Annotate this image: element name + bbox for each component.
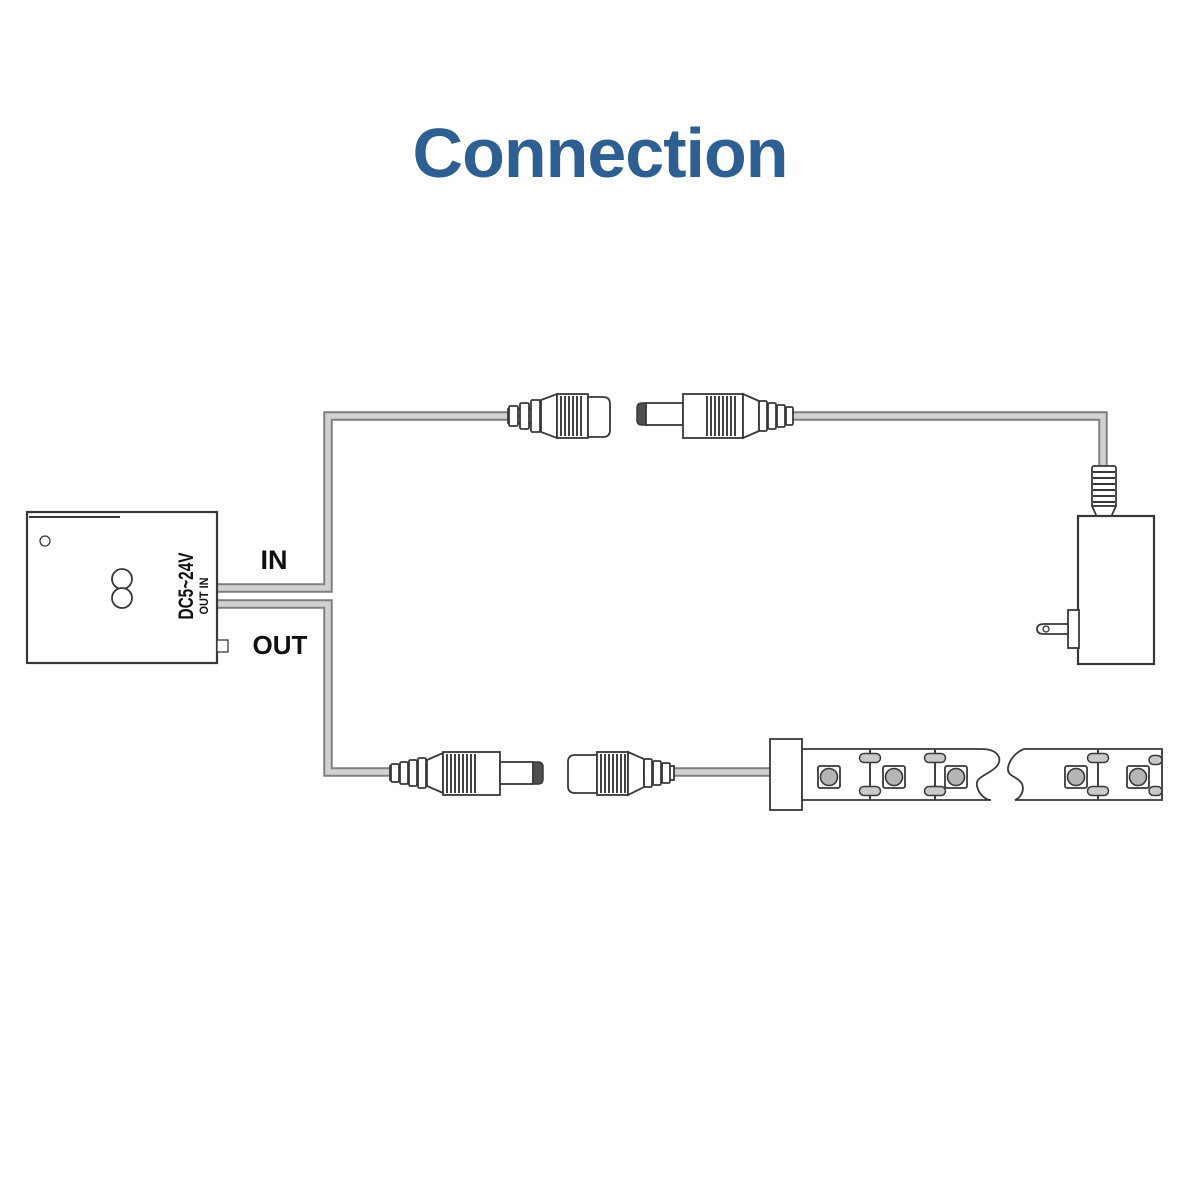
dc-male-connector-bottom [389,751,544,796]
grip-ridges [600,754,626,793]
male-pin-tip [532,761,544,785]
strip-end-cap [769,738,803,811]
led-chip [1064,765,1088,789]
grip-ridges [560,396,582,436]
power-adapter [1036,465,1156,666]
wire-male-to-power-adapter [790,411,1108,470]
prong-hole [1042,625,1050,633]
female-barrel [587,396,611,438]
controller-voltage-label: DC5~24V [175,553,198,620]
plug-base-block [1067,609,1080,649]
plug-prong-icon [1036,623,1069,635]
dc-female-connector-top [507,392,611,440]
controller-box: DC5~24V OUT IN [25,510,229,665]
connector-taper [627,750,645,797]
page-title: Connection [412,114,789,192]
controller-body [25,510,219,665]
connector-taper [426,751,444,795]
controller-side-tab [216,639,229,653]
female-barrel [567,754,598,794]
connector-grip [682,393,744,439]
dc-male-connector-top [636,392,794,440]
adapter-body [1076,514,1156,666]
led-chip [817,765,841,789]
connector-taper [540,392,558,440]
strain-relief-ridges [508,399,541,433]
male-pin-tip [636,402,647,426]
dc-female-connector-bottom [567,750,675,797]
wire-controller-to-female-in [217,411,512,593]
grip-ridges [706,396,736,436]
led-chip [882,765,906,789]
strain-relief-ridges [390,757,427,789]
led-strip [769,738,1163,811]
solder-pads [1086,752,1163,797]
male-pin [645,402,684,426]
led-chip [944,765,968,789]
controller-buttons-icon [111,568,133,609]
out-wire-label: OUT [253,630,308,660]
strain-relief-ridges [1093,471,1115,503]
strain-relief-ridges [643,758,671,788]
led-chip [1126,765,1150,789]
male-pin [499,761,534,785]
strain-relief-ridges [758,400,794,432]
grip-ridges [446,754,476,793]
indicator-led-icon [39,535,51,547]
in-wire-label: IN [261,545,288,575]
controller-ports-label: OUT IN [199,578,211,615]
connector-taper [742,392,760,440]
wire-controller-to-male-out [217,599,394,777]
solder-pads [858,752,947,797]
